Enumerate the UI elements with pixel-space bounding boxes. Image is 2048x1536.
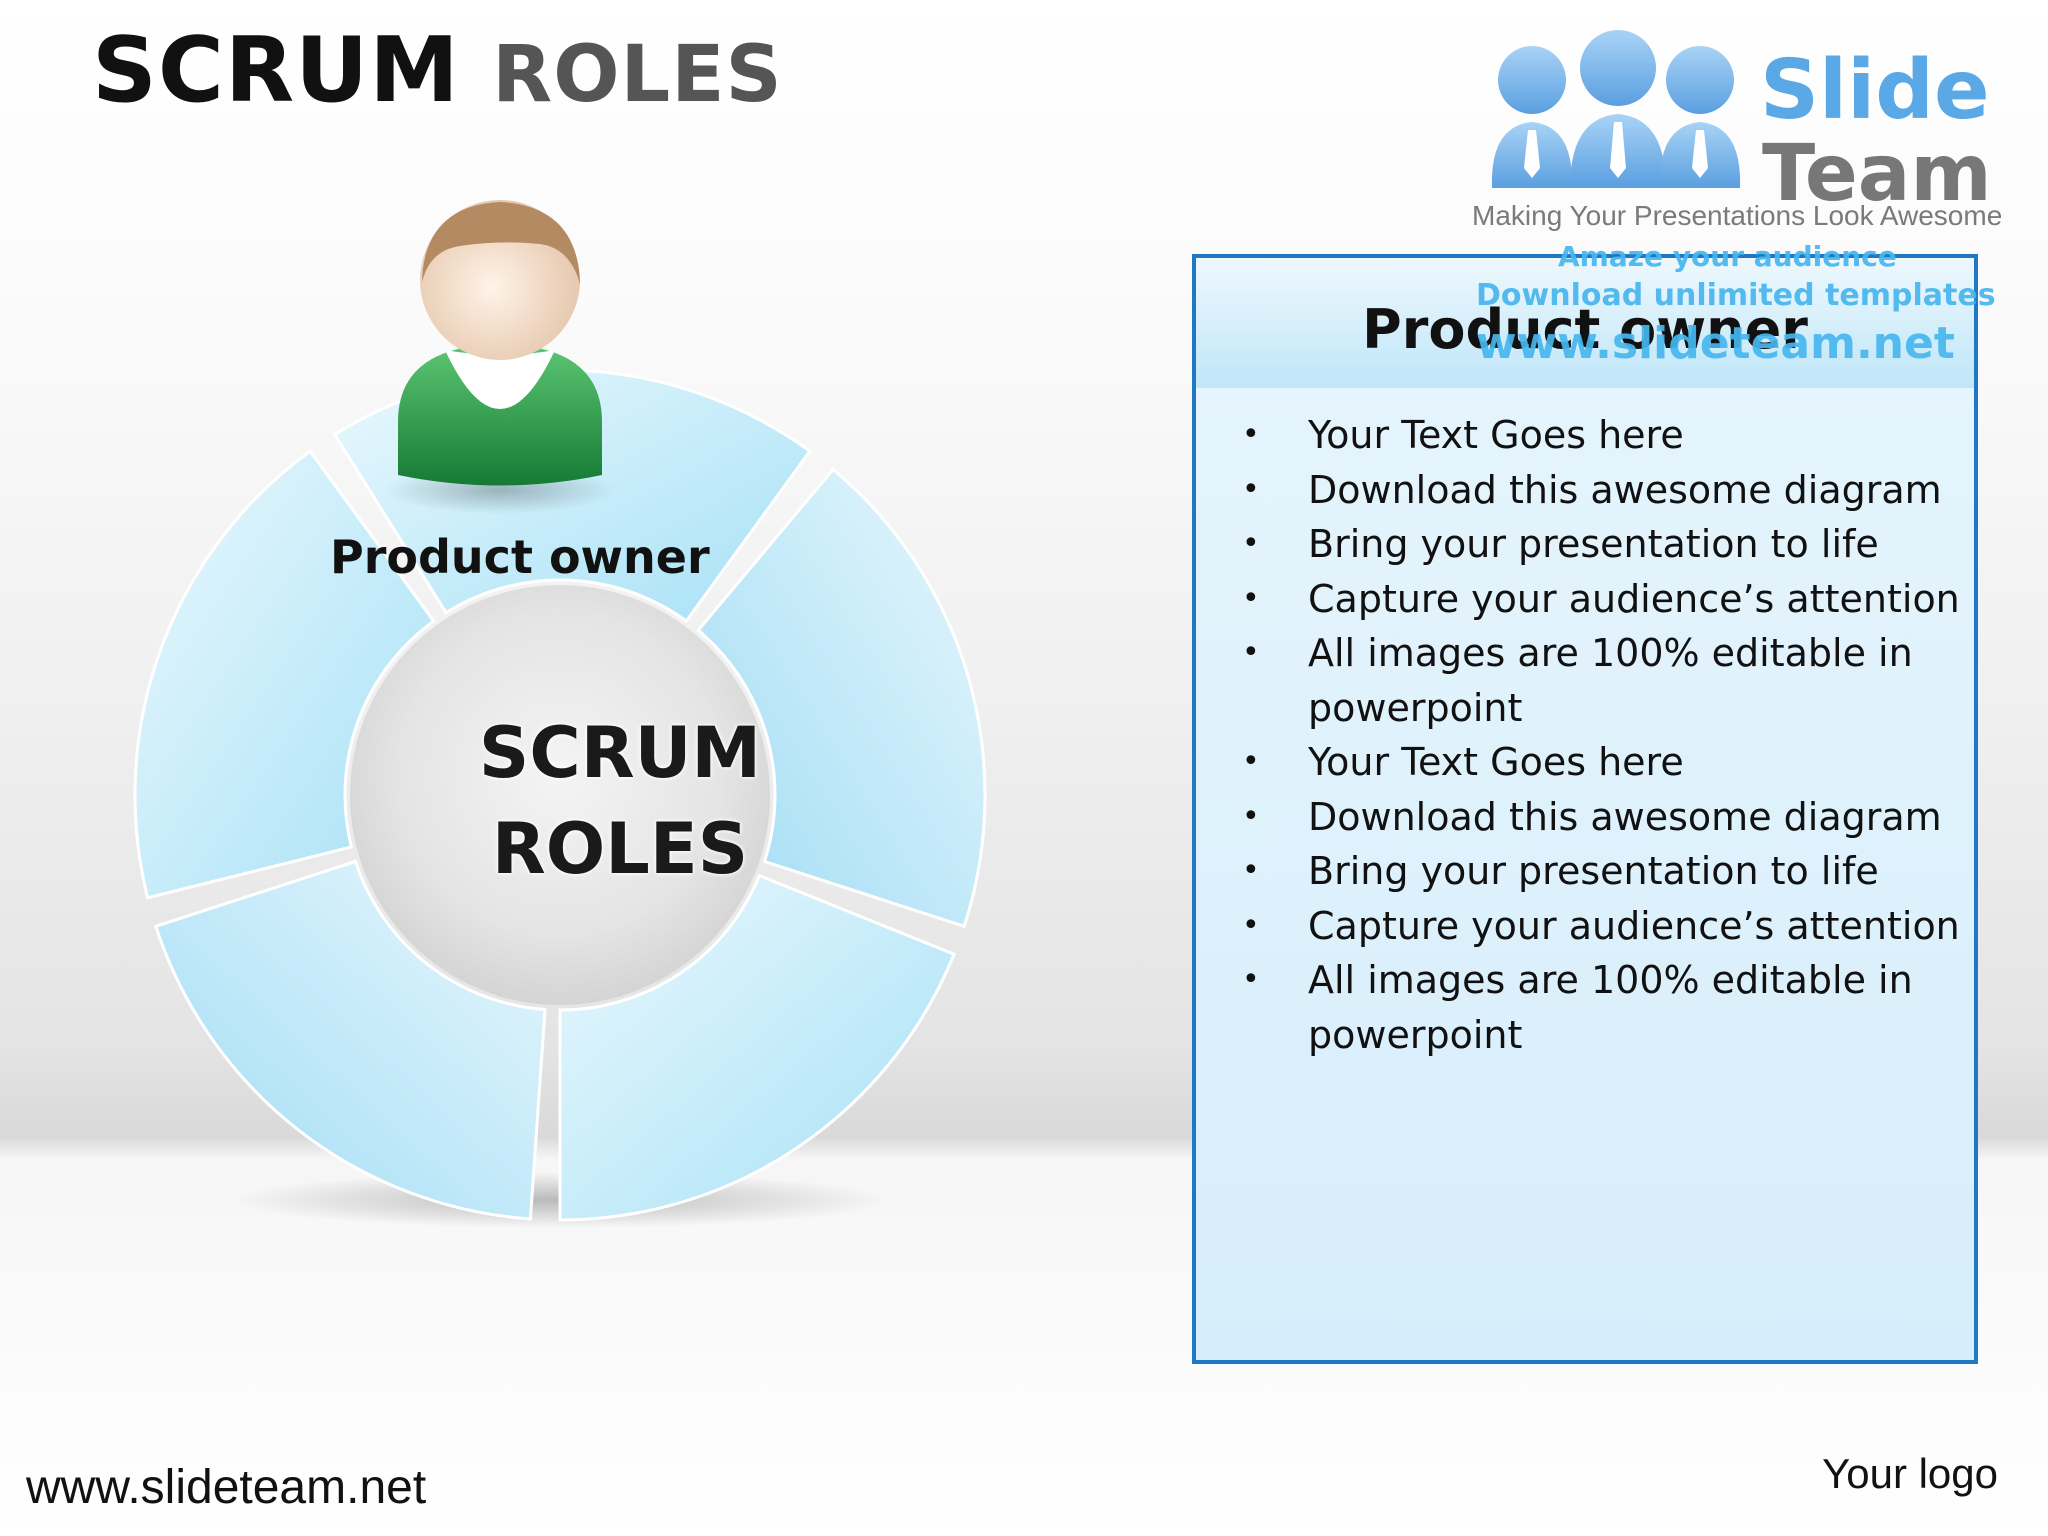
ring-segment [696, 467, 987, 929]
title-word-roles: ROLES [492, 30, 783, 120]
bullet-text: Bring your presentation to life [1308, 849, 1879, 893]
ring-segment [133, 449, 436, 900]
bullet-dot-icon: • [1242, 962, 1260, 997]
ring-diagram [133, 200, 987, 1228]
logo-tagline: Making Your Presentations Look Awesome [1472, 200, 2003, 231]
person-icon [385, 200, 615, 514]
bullet-list: • Your Text Goes here • Download this aweso… [1236, 408, 1966, 1062]
bullet-text: Bring your presentation to life [1308, 522, 1879, 566]
bullet-dot-icon: • [1242, 580, 1260, 616]
bullet-dot-icon: • [1242, 471, 1260, 507]
watermark-line1: Amaze your audience [1558, 240, 1897, 273]
bullet-text: All images are 100% editable in powerpoi… [1308, 631, 1913, 730]
bullet-text: Capture your audience’s attention [1308, 576, 1960, 621]
ring-center-circle [350, 585, 770, 1005]
logo-slide-text: Slide [1760, 43, 1990, 138]
bullet-dot-icon: • [1242, 907, 1260, 943]
footer-logo-placeholder: Your logo [1822, 1450, 1998, 1497]
logo-team-text: Team [1762, 129, 1992, 218]
watermark-line3: www.slideteam.net [1476, 318, 1955, 369]
bullet-dot-icon: • [1242, 853, 1260, 888]
slideteam-logo: Slide Team [1460, 18, 2020, 388]
footer-url: www.slideteam.net [26, 1461, 427, 1514]
ring-segment [558, 873, 957, 1222]
bullet-item: • Download this awesome diagram [1236, 790, 1966, 845]
bullet-dot-icon: • [1242, 526, 1260, 561]
people-logo-icon: Slide Team [1491, 30, 1992, 219]
panel-header: Product owner [1196, 258, 1974, 388]
slide-title: SCRUM ROLES [92, 18, 783, 123]
bullet-text: Your Text Goes here [1308, 740, 1684, 784]
panel-title: Product owner [1362, 298, 1808, 361]
watermark-line2: Download unlimited templates [1476, 278, 1996, 313]
bullet-text: Download this awesome diagram [1308, 794, 1942, 839]
bullet-item: • Download this awesome diagram [1236, 463, 1966, 518]
center-label-line1: SCRUM [478, 712, 762, 794]
bullet-item: • Bring your presentation to life [1236, 844, 1966, 899]
bullet-item: • Your Text Goes here [1236, 408, 1966, 463]
scrum-roles-diagram: Product owner SCRUM ROLES [100, 200, 1020, 1250]
title-word-scrum: SCRUM [92, 18, 460, 123]
bullet-text: Capture your audience’s attention [1308, 903, 1960, 948]
ring-segment [153, 859, 547, 1221]
bullet-dot-icon: • [1242, 635, 1260, 670]
center-label: SCRUM ROLES [440, 705, 800, 897]
bullet-item: • All images are 100% editable in powerpo… [1236, 626, 1966, 735]
bullet-dot-icon: • [1242, 798, 1260, 834]
bullet-item: • All images are 100% editable in powerpo… [1236, 953, 1966, 1062]
product-owner-panel: Product owner • Your Text Goes here • Downl… [1192, 254, 1978, 1364]
bullet-item: • Bring your presentation to life [1236, 517, 1966, 572]
segment-label-product-owner: Product owner [330, 530, 710, 584]
bullet-text: All images are 100% editable in powerpoi… [1308, 958, 1913, 1057]
bullet-text: Download this awesome diagram [1308, 467, 1942, 512]
bullet-text: Your Text Goes here [1308, 413, 1684, 457]
bullet-item: • Capture your audience’s attention [1236, 572, 1966, 627]
bullet-item: • Your Text Goes here [1236, 735, 1966, 790]
bullet-item: • Capture your audience’s attention [1236, 899, 1966, 954]
bullet-dot-icon: • [1242, 744, 1260, 779]
bullet-dot-icon: • [1242, 417, 1260, 452]
center-label-line2: ROLES [491, 808, 749, 890]
